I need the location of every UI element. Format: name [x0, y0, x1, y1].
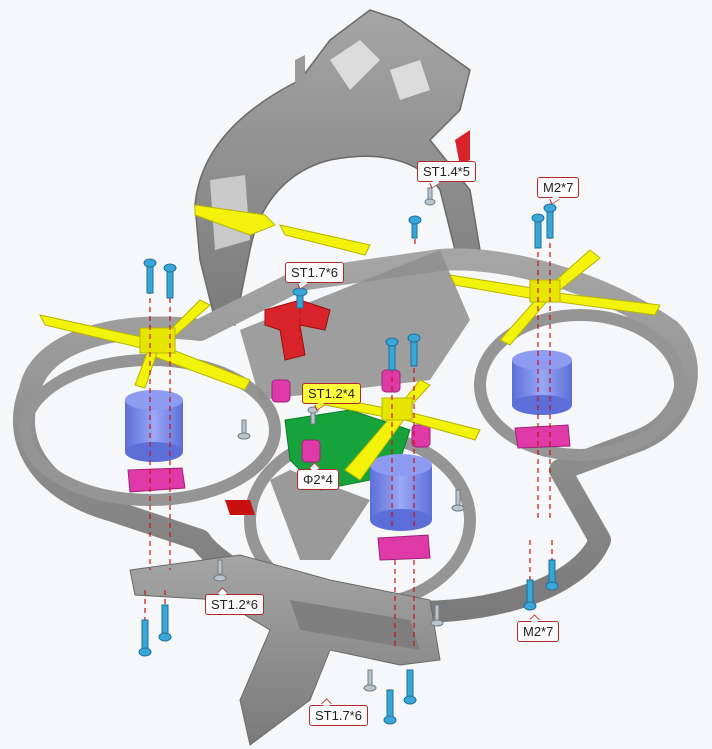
- standoff: [301, 439, 321, 463]
- motor-mount-front: [377, 534, 431, 561]
- motor-front: [370, 454, 432, 531]
- callout-phi2x4: Φ2*4: [297, 469, 339, 490]
- self-tapping-screws: [213, 187, 465, 692]
- standoff: [271, 379, 291, 403]
- callout-st17x6-top: ST1.7*6: [285, 262, 344, 283]
- screw-bottom: [403, 669, 417, 705]
- motor-mount-right: [514, 424, 571, 449]
- screw-m2x7: [531, 213, 545, 249]
- motor-mount-left: [127, 467, 186, 493]
- screw-bottom: [158, 604, 172, 642]
- callout-m2x7-bottom: M2*7: [517, 621, 560, 642]
- assembly-guide-lines: [144, 225, 553, 650]
- callout-st14x5: ST1.4*5: [417, 161, 476, 182]
- screw-st14x5: [408, 215, 422, 239]
- standoff: [381, 369, 401, 393]
- propeller-left: [39, 299, 251, 391]
- callout-st12x6: ST1.2*6: [205, 594, 264, 615]
- screw-m2x7-bottom: [545, 559, 559, 591]
- motor-left: [125, 390, 183, 462]
- screw-m2x7: [385, 337, 399, 371]
- motor-right: [512, 350, 572, 415]
- screw-m2x7: [143, 258, 157, 294]
- callout-m2x7-top: M2*7: [537, 177, 580, 198]
- screws: [138, 203, 559, 725]
- standoff: [411, 424, 431, 448]
- screw-m2x7: [543, 203, 557, 239]
- main-frame: [12, 248, 698, 623]
- propeller-front: [319, 379, 481, 481]
- screw-m2x7: [163, 263, 177, 299]
- screw-bottom: [383, 689, 397, 725]
- screw-st17x6: [292, 287, 308, 309]
- red-antenna-mount: [455, 130, 470, 165]
- propeller-rear: [194, 204, 371, 256]
- callout-st17x6-bottom: ST1.7*6: [309, 705, 368, 726]
- red-part: [225, 500, 255, 515]
- callout-st12x4: ST1.2*4: [302, 383, 361, 404]
- screw-bottom: [138, 619, 152, 657]
- screw-m2x7: [407, 333, 421, 367]
- screw-m2x7-bottom: [523, 579, 537, 611]
- red-camera-mount: [264, 299, 331, 361]
- propeller-right: [449, 249, 661, 346]
